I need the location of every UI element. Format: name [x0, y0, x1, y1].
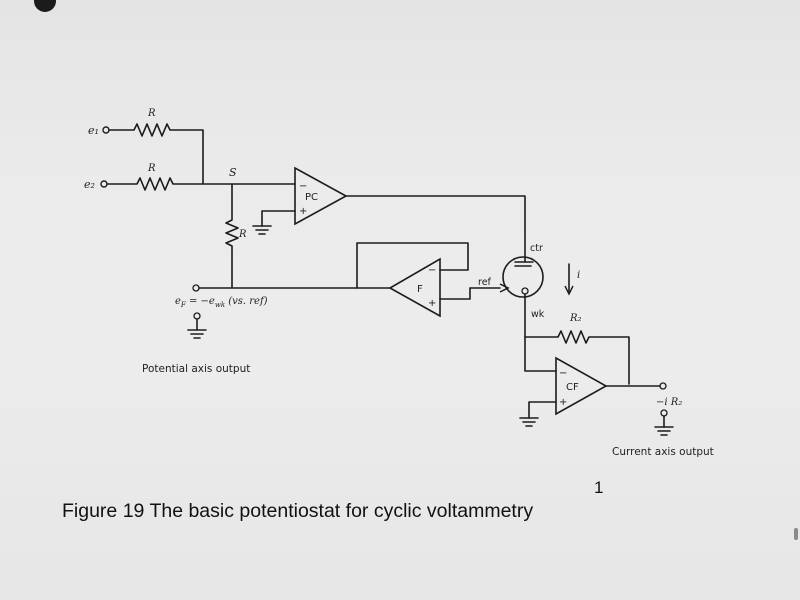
r-top-resistor	[108, 123, 204, 184]
current-follower-label: CF	[566, 382, 579, 393]
potential-ground-symbol	[187, 329, 207, 339]
current-ground-symbol	[654, 426, 674, 436]
pc-output-wire	[345, 195, 526, 263]
pc-plus-sign: +	[299, 206, 307, 217]
cf-ground-symbol	[519, 417, 539, 427]
page-number: 1	[594, 478, 604, 497]
r-feedback-label: R	[238, 229, 247, 240]
e1-input-terminal	[102, 126, 110, 134]
summing-point-label: S	[229, 166, 237, 179]
current-follower-amplifier	[555, 356, 608, 416]
current-axis-output-label: Current axis output	[612, 446, 714, 458]
pc-minus-sign: −	[299, 181, 307, 192]
pc-amplifier-label: PC	[305, 192, 318, 203]
potential-output-expression: eF = −ewk (vs. ref)	[175, 296, 268, 309]
pc-amplifier	[294, 166, 348, 226]
reference-electrode-arrow	[499, 283, 510, 293]
current-ground-terminal	[660, 409, 668, 417]
current-arrow-head	[564, 285, 574, 296]
r2-resistor	[524, 330, 630, 385]
potential-axis-output-label: Potential axis output	[142, 363, 250, 375]
follower-feedback-wire	[356, 242, 469, 289]
current-output-terminal	[659, 382, 667, 390]
cf-minus-sign: −	[559, 368, 567, 379]
current-label: i	[577, 270, 580, 281]
follower-amplifier	[388, 257, 441, 318]
cf-plus-ground-wire	[528, 401, 557, 419]
r2-label: R₂	[569, 313, 582, 324]
counter-label: ctr	[530, 243, 543, 254]
follower-minus-sign: −	[428, 265, 436, 276]
working-label: wk	[531, 309, 545, 320]
r-feedback-resistor	[225, 183, 239, 288]
pc-ground-symbol	[252, 225, 272, 235]
e2-input-label: e₂	[84, 178, 95, 191]
working-electrode-terminal	[521, 287, 529, 295]
r-top-label: R	[147, 108, 156, 119]
figure-caption: Figure 19 The basic potentiostat for cyc…	[62, 500, 534, 522]
photo-corner-shadow	[34, 0, 56, 12]
r-mid-label: R	[147, 163, 156, 174]
potential-ground-terminal	[193, 312, 201, 320]
e2-input-terminal	[100, 180, 108, 188]
follower-plus-input-wire	[439, 287, 471, 300]
pc-plus-ground-wire	[261, 210, 296, 227]
working-electrode-wire	[524, 293, 557, 372]
cf-plus-sign: +	[559, 397, 567, 408]
follower-plus-sign: +	[428, 298, 436, 309]
r-mid-resistor	[106, 177, 296, 191]
electrochemical-cell	[502, 256, 544, 298]
follower-amplifier-label: F	[417, 284, 423, 295]
e1-input-label: e₁	[88, 124, 99, 137]
reference-label: ref	[478, 277, 492, 288]
potential-output-terminal	[192, 284, 200, 292]
current-output-expression: −i R₂	[656, 397, 682, 408]
page-edge-mark	[794, 528, 798, 540]
